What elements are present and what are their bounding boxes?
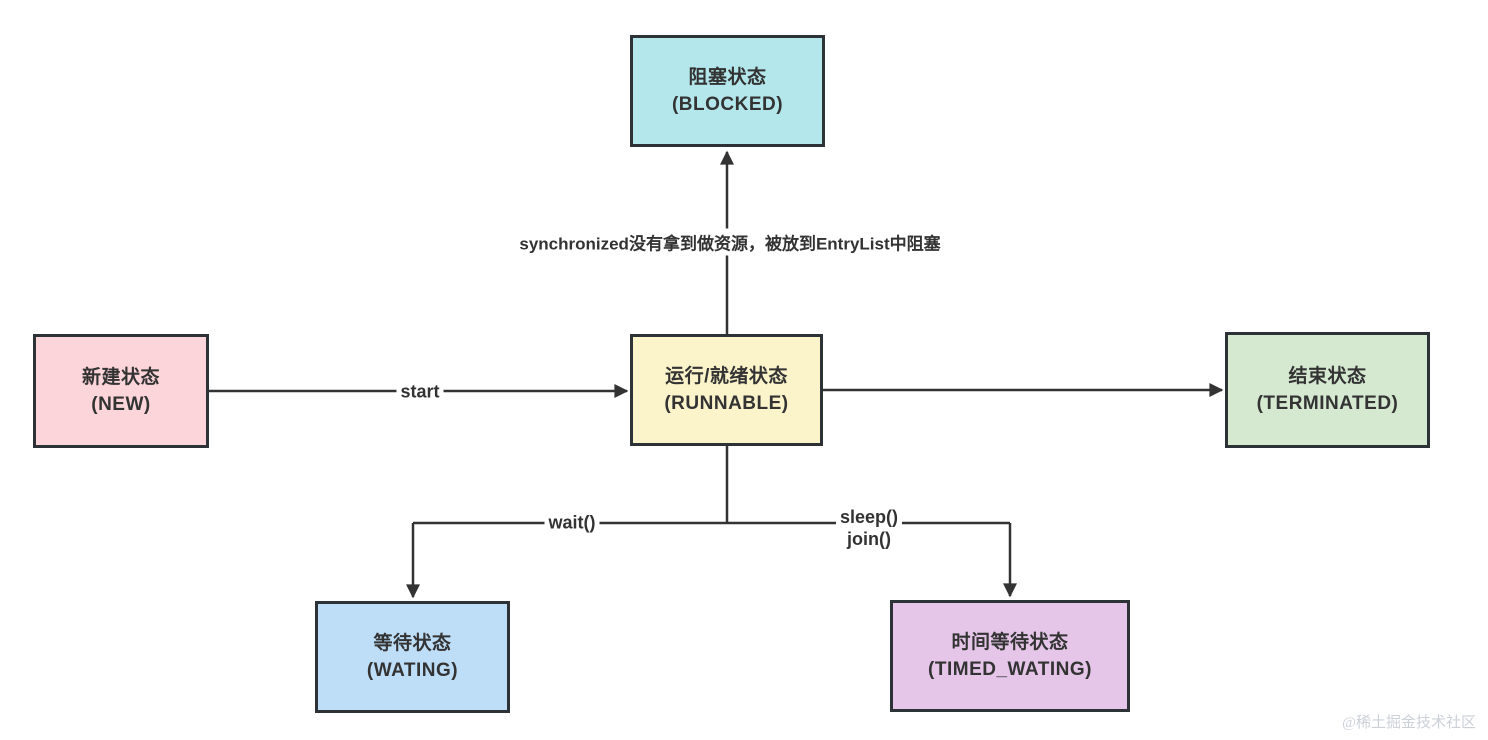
node-waiting-subtitle: (WATING)	[366, 660, 459, 681]
edge-label-sleep: sleep()	[839, 507, 899, 527]
node-terminated-subtitle: (TERMINATED)	[1256, 393, 1399, 414]
node-runnable: 运行/就绪状态 (RUNNABLE)	[630, 334, 823, 446]
node-new: 新建状态 (NEW)	[33, 334, 209, 448]
node-timed-waiting-subtitle: (TIMED_WATING)	[928, 659, 1092, 680]
node-timed-waiting: 时间等待状态 (TIMED_WATING)	[890, 600, 1130, 712]
node-new-subtitle: (NEW)	[91, 394, 151, 415]
edge-label-wait: wait()	[544, 511, 600, 535]
node-timed-waiting-title: 时间等待状态	[951, 632, 1069, 653]
edge-label-synchronized: synchronized没有拿到做资源，被放到EntryList中阻塞	[515, 228, 945, 256]
node-terminated: 结束状态 (TERMINATED)	[1225, 332, 1430, 448]
node-new-title: 新建状态	[81, 367, 160, 388]
node-waiting: 等待状态 (WATING)	[315, 601, 510, 713]
edge-label-join: join()	[847, 529, 891, 549]
node-waiting-title: 等待状态	[373, 633, 452, 654]
node-blocked: 阻塞状态 (BLOCKED)	[630, 35, 825, 147]
edge-label-sleep-join: sleep() join()	[835, 505, 903, 551]
node-runnable-subtitle: (RUNNABLE)	[664, 393, 789, 414]
node-blocked-title: 阻塞状态	[688, 67, 767, 88]
edge-label-start: start	[396, 380, 444, 404]
node-terminated-title: 结束状态	[1288, 366, 1367, 387]
watermark: @稀土掘金技术社区	[1342, 715, 1476, 731]
node-runnable-title: 运行/就绪状态	[665, 366, 788, 387]
node-blocked-subtitle: (BLOCKED)	[671, 94, 784, 115]
